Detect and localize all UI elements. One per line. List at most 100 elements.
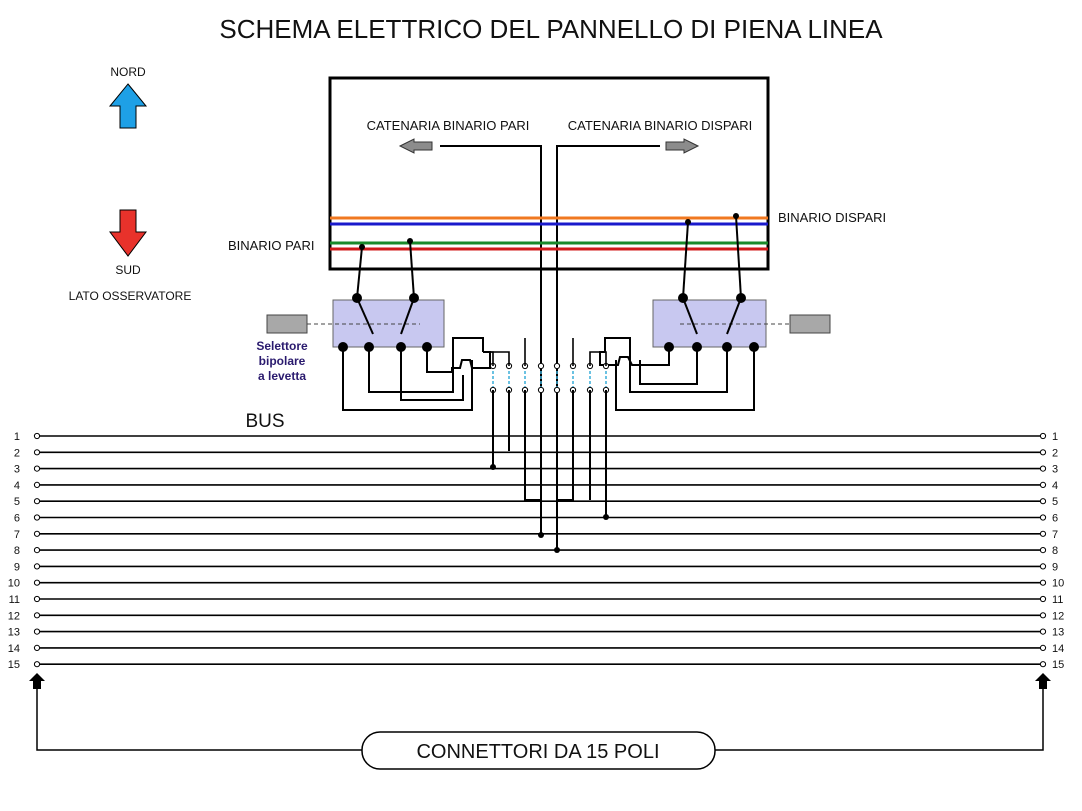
bus-number-right: 11: [1052, 594, 1063, 606]
bus-terminal: [1039, 449, 1047, 456]
bus-number-right: 4: [1052, 480, 1058, 492]
switch-wire: [426, 347, 491, 373]
bus-terminal: [1039, 498, 1047, 505]
panel: CATENARIA BINARIO PARI CATENARIA BINARIO…: [228, 76, 886, 550]
bus-terminal: [33, 432, 41, 440]
connector-leader-right: [715, 689, 1044, 751]
selector-switch-left[interactable]: Selettore bipolare a levetta: [256, 293, 491, 411]
switch-wire: [615, 347, 755, 411]
bus-number-left: 11: [9, 594, 20, 606]
switch-blade: [726, 297, 742, 335]
bus-number-right: 6: [1052, 513, 1058, 525]
bus-number-left: 2: [14, 447, 20, 459]
bus-number-right: 3: [1052, 464, 1058, 476]
bus-number-left: 12: [8, 610, 20, 622]
bus-terminal: [33, 530, 41, 537]
toggle-lever-handle[interactable]: [266, 314, 308, 334]
compass: NORD SUD LATO OSSERVATORE: [69, 65, 192, 303]
switch-wire: [368, 337, 484, 393]
bus-terminal: [1039, 514, 1047, 521]
catenary-even-label: CATENARIA BINARIO PARI: [367, 118, 530, 133]
connector-callout: CONNETTORI DA 15 POLI: [29, 673, 1051, 770]
track-odd-label: BINARIO DISPARI: [778, 210, 886, 225]
bus-terminal: [1039, 595, 1047, 603]
bus-terminal: [33, 547, 41, 554]
switch-wire: [604, 337, 728, 393]
switch-blade: [682, 297, 698, 335]
track-odd-drop-wire: [682, 221, 689, 299]
bus-number-right: 1: [1052, 431, 1058, 443]
south-label: SUD: [115, 263, 141, 277]
bus-number-left: 13: [8, 627, 20, 639]
bus-number-left: 6: [14, 513, 20, 525]
selector-label-line3: a levetta: [258, 369, 306, 383]
bus-number-left: 9: [14, 561, 20, 573]
selector-label-line2: bipolare: [259, 354, 306, 368]
track-even-label: BINARIO PARI: [228, 238, 314, 253]
track-even-drop-wire: [356, 246, 363, 299]
catenary-odd-label: CATENARIA BINARIO DISPARI: [568, 118, 752, 133]
catenary-even-wire: [440, 145, 542, 535]
bus-terminal: [33, 563, 41, 570]
bus-terminal: [1039, 612, 1047, 619]
terminal-contact: [537, 362, 545, 370]
bus-terminal: [33, 628, 41, 635]
bus-terminal: [1039, 628, 1047, 635]
bus-number-right: 13: [1052, 627, 1064, 639]
bus-terminal: [33, 481, 41, 488]
bus-terminal: [1039, 530, 1047, 537]
bus-number-left: 4: [14, 480, 20, 492]
connector-label-box: [361, 731, 716, 770]
connector-label: CONNETTORI DA 15 POLI: [416, 741, 659, 763]
bus-terminal: [33, 661, 41, 668]
track-even-drop-wire: [409, 240, 415, 299]
bus-number-left: 7: [14, 529, 20, 541]
bus-number-right: 7: [1052, 529, 1058, 541]
north-label: NORD: [110, 65, 146, 79]
bus-terminal: [1039, 432, 1047, 440]
bus-terminal: [33, 514, 41, 521]
bus-terminal: [1039, 547, 1047, 554]
bus-terminal: [1039, 661, 1047, 668]
bus-number-right: 10: [1052, 578, 1064, 590]
terminal-contact: [553, 362, 561, 370]
bus-terminal: [1039, 579, 1047, 586]
switch-wire: [599, 347, 670, 366]
bus-number-right: 9: [1052, 561, 1058, 573]
observer-side-label: LATO OSSERVATORE: [69, 289, 192, 303]
connector-leader-left: [36, 689, 362, 751]
bus-number-left: 14: [8, 643, 20, 655]
bus-terminal: [33, 595, 41, 603]
bus-number-right: 2: [1052, 447, 1058, 459]
connector-arrow-right-icon: [1035, 673, 1051, 689]
panel-frame: [328, 76, 770, 271]
bus-terminal: [1039, 563, 1047, 570]
bus-number-right: 14: [1052, 643, 1064, 655]
toggle-lever-handle[interactable]: [789, 314, 831, 334]
switch-wire: [400, 347, 464, 401]
bus-terminal: [1039, 644, 1047, 652]
bus-drop-wires: [490, 390, 609, 553]
track-odd-drop-wire: [735, 215, 742, 299]
selector-label-line1: Selettore: [256, 339, 308, 353]
bus-number-left: 10: [8, 578, 20, 590]
terminal-feed-wire: [600, 351, 607, 366]
catenary-even-direction-icon: [398, 138, 433, 154]
selector-switch-right[interactable]: [599, 293, 831, 411]
bus-number-left: 8: [14, 545, 20, 557]
switch-wire: [342, 347, 473, 411]
connector-arrow-left-icon: [29, 673, 45, 689]
switch-wire: [639, 347, 698, 385]
bus-label: BUS: [245, 411, 284, 432]
bus-terminal: [33, 498, 41, 505]
bus-terminal: [1039, 465, 1047, 472]
switch-blade: [400, 297, 415, 335]
drop-wire-to-bus-7: [524, 390, 542, 535]
bus-number-left: 1: [14, 431, 20, 443]
terminal-feed-wire: [490, 351, 510, 366]
bus-number-right: 8: [1052, 545, 1058, 557]
bus-number-right: 5: [1052, 496, 1058, 508]
bus-number-left: 5: [14, 496, 20, 508]
bus-number-left: 3: [14, 464, 20, 476]
